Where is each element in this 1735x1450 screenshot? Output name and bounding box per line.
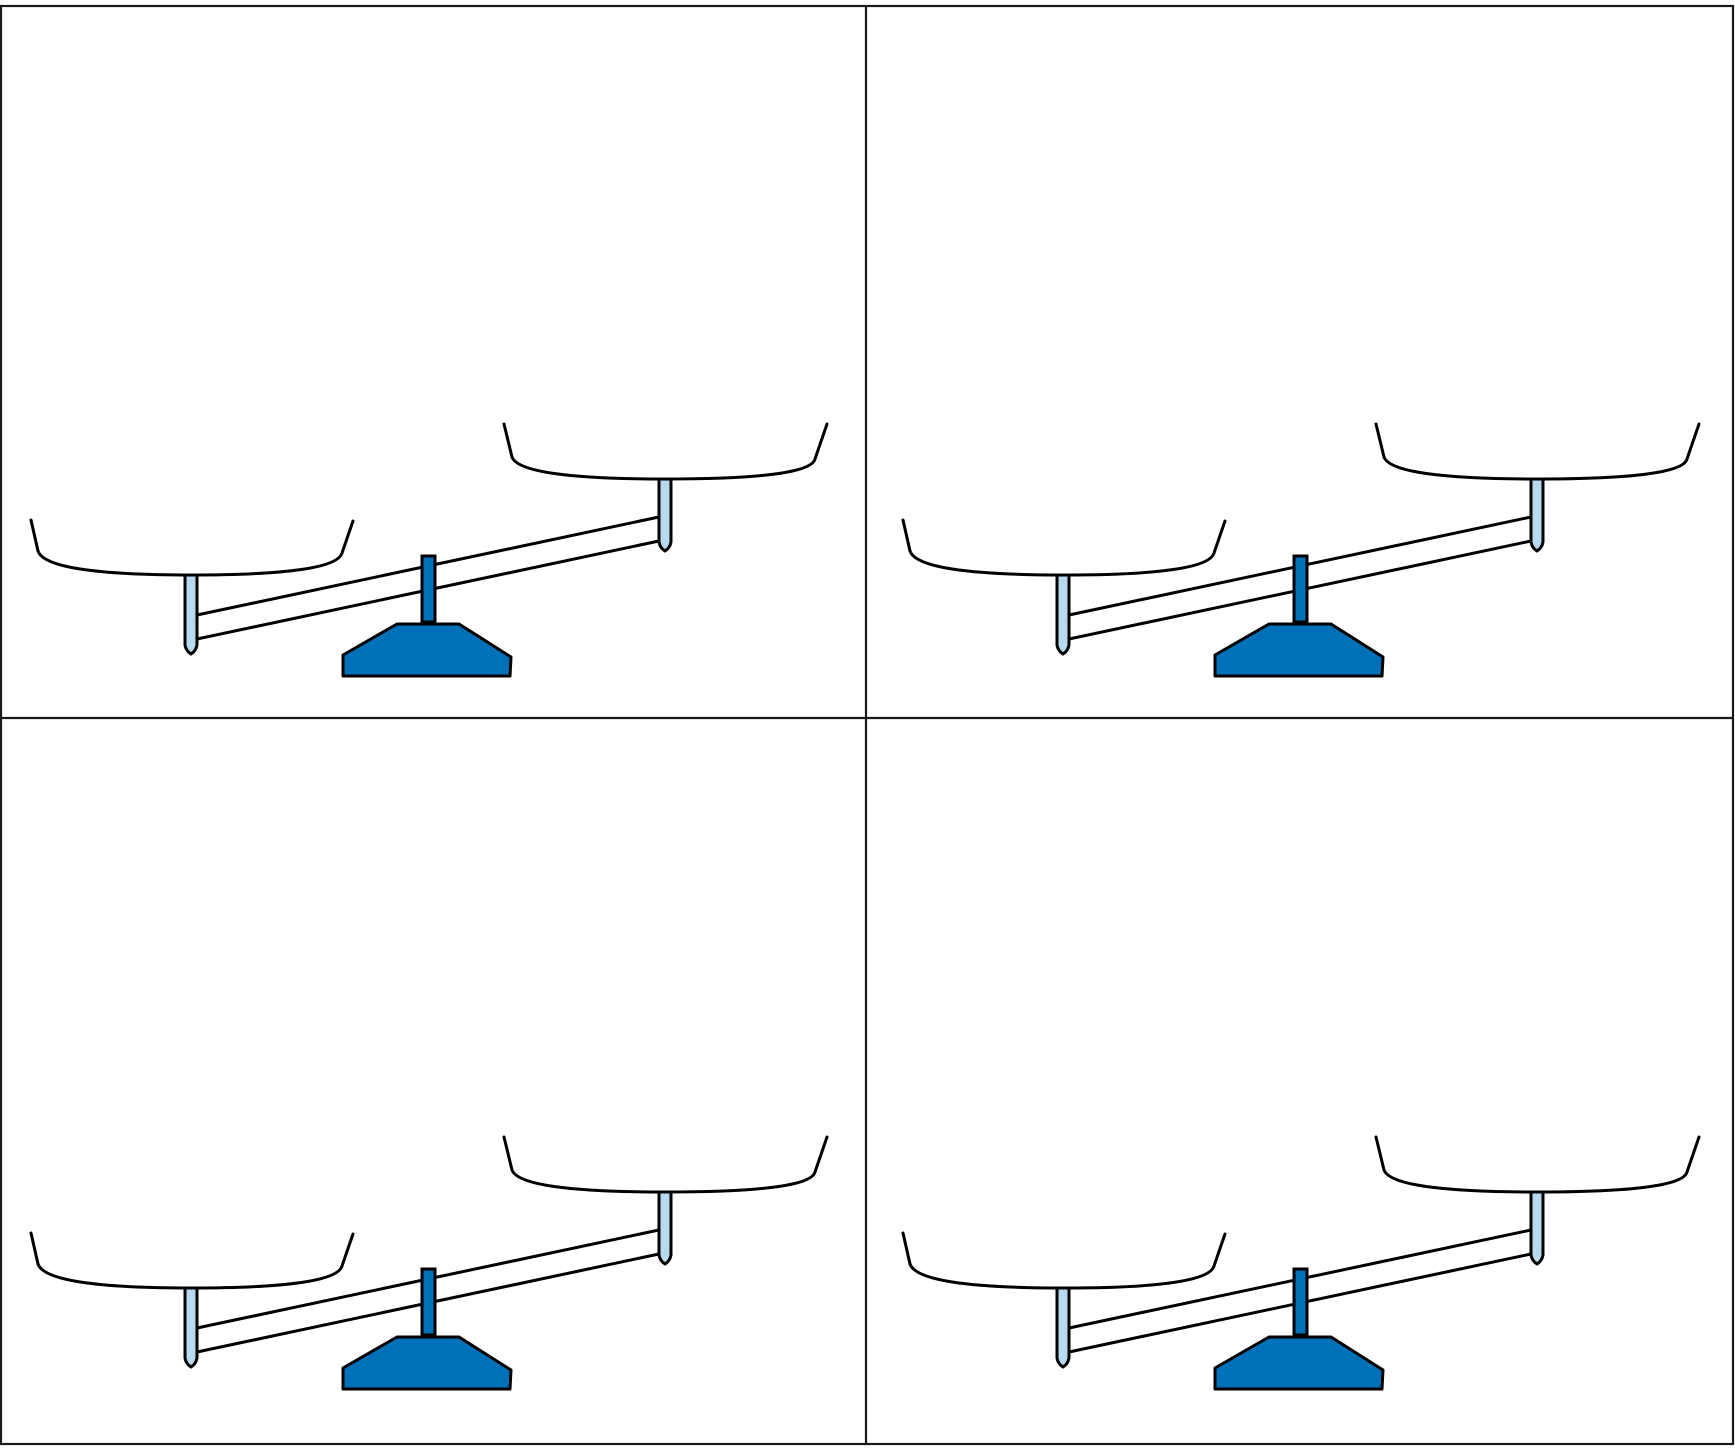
right-pan-stem <box>1529 477 1545 553</box>
right-pan-stem <box>1529 1190 1545 1266</box>
right-pan <box>502 1135 829 1194</box>
scale-base <box>341 1335 513 1391</box>
balance-scale-3 <box>29 1135 829 1391</box>
balance-scale-4 <box>901 1135 1701 1391</box>
center-post <box>1292 1267 1309 1337</box>
left-pan <box>901 518 1227 577</box>
left-pan <box>29 518 355 577</box>
left-pan <box>901 1231 1227 1290</box>
scale-base <box>1213 622 1385 678</box>
balance-scale-2 <box>901 422 1701 678</box>
scale-base <box>1213 1335 1385 1391</box>
left-pan-stem <box>1055 573 1071 656</box>
right-pan-stem <box>657 1190 673 1266</box>
center-post <box>420 1267 437 1337</box>
right-pan <box>1374 1135 1701 1194</box>
scale-base <box>341 622 513 678</box>
panel-grid <box>29 422 1701 1391</box>
left-pan-stem <box>183 573 199 656</box>
left-pan-stem <box>183 1286 199 1369</box>
right-pan <box>502 422 829 481</box>
left-pan-stem <box>1055 1286 1071 1369</box>
center-post <box>1292 554 1309 624</box>
right-pan <box>1374 422 1701 481</box>
right-pan-stem <box>657 477 673 553</box>
balance-scale-1 <box>29 422 829 678</box>
left-pan <box>29 1231 355 1290</box>
center-post <box>420 554 437 624</box>
